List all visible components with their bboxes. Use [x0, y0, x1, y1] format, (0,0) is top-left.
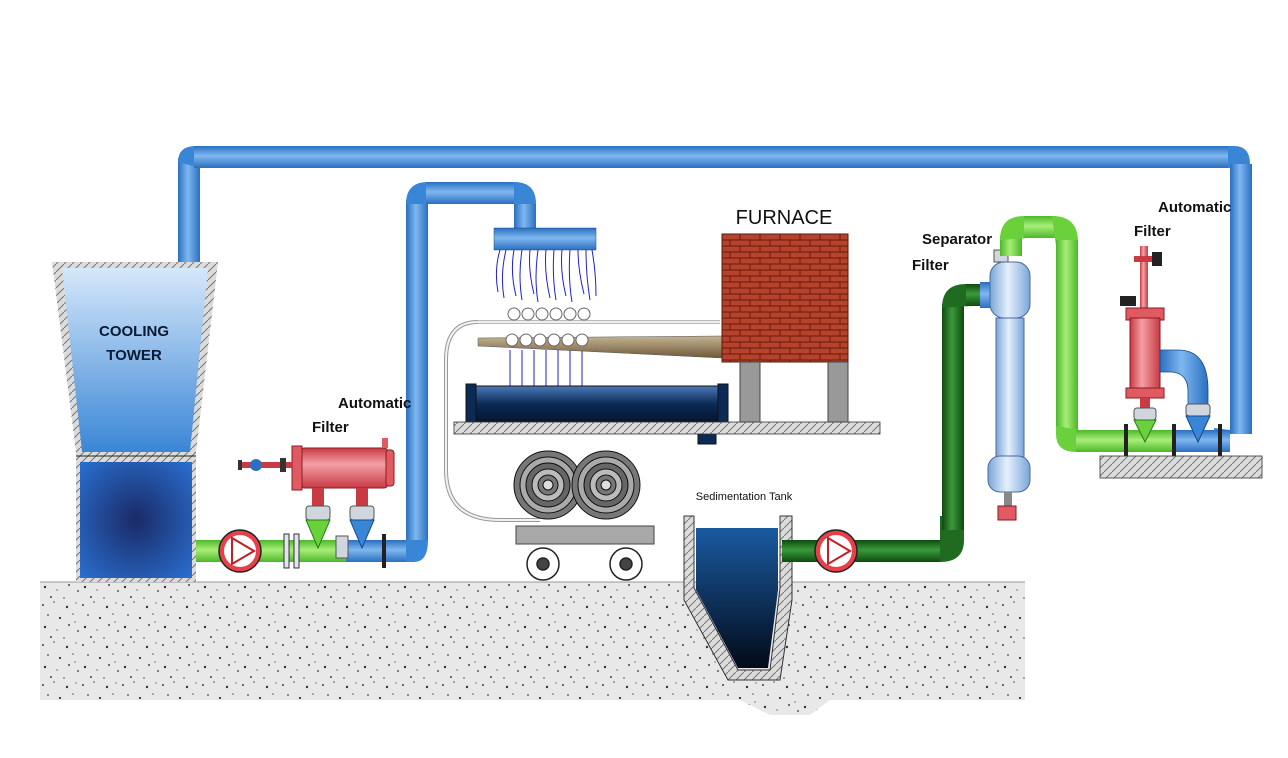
- ground: [40, 581, 1025, 715]
- cooling-tower-label-2: TOWER: [106, 347, 162, 364]
- auto-filter-right-label-2: Filter: [1134, 223, 1171, 240]
- separator-filter: Separator Filter: [912, 231, 1031, 521]
- separator-filter-label-1: Separator: [922, 231, 992, 248]
- auto-filter-left-label-1: Automatic: [338, 395, 411, 412]
- sedimentation-tank: Sedimentation Tank: [683, 491, 793, 681]
- return-pipe-top: [178, 146, 1252, 450]
- auto-filter-right-label-1: Automatic: [1158, 199, 1231, 216]
- spray-header: [493, 227, 597, 392]
- automatic-filter-right: Automatic Filter: [1120, 199, 1231, 444]
- coil-cart: [513, 450, 655, 581]
- water-trough: [453, 383, 881, 445]
- rolling-mill: [444, 307, 723, 522]
- cooling-tower-label-1: COOLING: [99, 323, 169, 340]
- supply-pipe-left: [196, 182, 536, 569]
- cooling-tower: COOLING TOWER: [52, 262, 218, 582]
- furnace: FURNACE: [721, 207, 849, 423]
- automatic-filter-left: Automatic Filter: [238, 395, 411, 559]
- pump-right: [814, 529, 858, 573]
- furnace-label: FURNACE: [736, 207, 833, 229]
- green-pipe-right: [1000, 216, 1263, 479]
- auto-filter-left-label-2: Filter: [312, 419, 349, 436]
- separator-filter-label-2: Filter: [912, 257, 949, 274]
- sedimentation-tank-label: Sedimentation Tank: [696, 491, 793, 503]
- pump-left: [218, 529, 262, 573]
